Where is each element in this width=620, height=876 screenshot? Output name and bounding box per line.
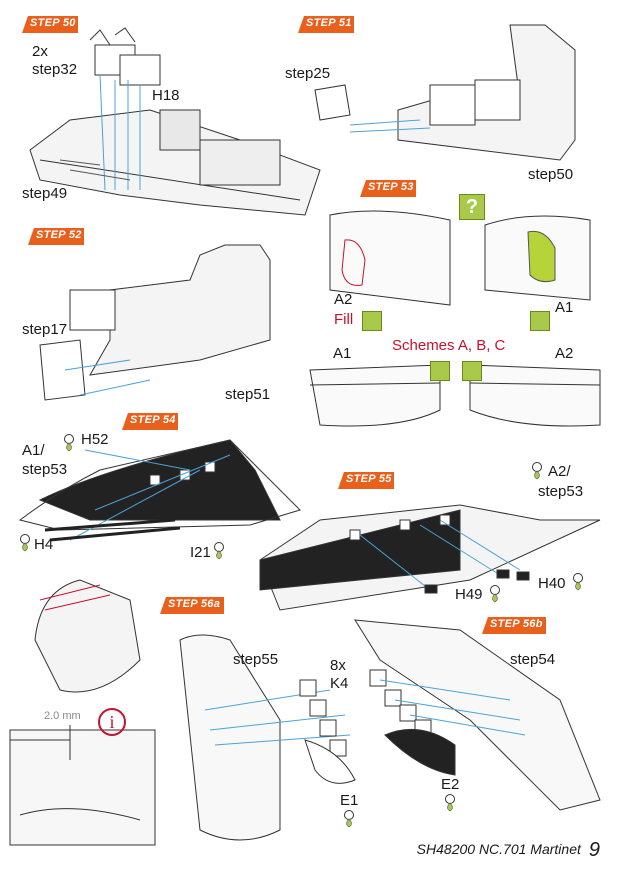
label-step54: step54	[510, 651, 556, 668]
label-a1-top: A1	[555, 299, 574, 316]
page-number: 9	[588, 839, 600, 861]
fill-color-icon	[462, 361, 482, 381]
label-k4: K4	[330, 675, 349, 692]
label-step50: step50	[528, 166, 574, 183]
label-h40: H40	[538, 575, 566, 592]
page-footer: SH48200 NC.701 Martinet 9	[417, 839, 600, 862]
label-step53-right: step53	[538, 483, 584, 500]
step56a-drawing	[179, 634, 356, 841]
decal-icon	[344, 810, 354, 828]
step-badge-shape	[482, 617, 546, 634]
step-badge-54: STEP 54	[122, 413, 178, 430]
footer-title: SH48200 NC.701 Martinet	[416, 841, 581, 857]
step-badge-label: STEP 56a	[168, 598, 221, 610]
step-badge-label: STEP 56b	[490, 618, 543, 630]
label-step25: step25	[285, 65, 331, 82]
label-8x: 8x	[330, 657, 346, 674]
label-step32: step32	[32, 61, 78, 78]
label-a2-slash: A2/	[548, 463, 571, 480]
label-e2: E2	[441, 776, 460, 793]
decal-icon	[64, 434, 74, 452]
label-fill: Fill	[334, 311, 354, 328]
step-badge-53: STEP 53	[360, 180, 416, 197]
fill-color-icon	[430, 361, 450, 381]
step-badge-shape	[360, 180, 416, 197]
step-badge-56b: STEP 56b	[482, 617, 546, 634]
step55-drawing	[259, 504, 601, 611]
step-badge-56a: STEP 56a	[160, 597, 224, 614]
label-h4: H4	[34, 536, 54, 553]
label-step53-left: step53	[22, 461, 68, 478]
step-badge-label: STEP 54	[130, 414, 176, 426]
step54-drawing	[18, 439, 301, 542]
step50-drawing	[29, 27, 321, 216]
decal-icon	[532, 462, 542, 480]
step52-drawing	[39, 244, 271, 401]
step-badge-52: STEP 52	[28, 228, 84, 245]
label-h18: H18	[152, 87, 180, 104]
info-icon: i	[98, 708, 126, 736]
detail-drawing	[9, 579, 156, 846]
label-step17: step17	[22, 321, 68, 338]
step56b-drawing	[354, 619, 601, 811]
label-a1-bottom: A1	[333, 345, 352, 362]
step-badge-shape	[160, 597, 224, 614]
step-badge-shape	[28, 228, 84, 245]
step-badge-shape	[298, 16, 354, 33]
fill-color-icon	[362, 311, 382, 331]
step-badge-label: STEP 52	[36, 229, 82, 241]
step-badge-label: STEP 55	[346, 473, 392, 485]
label-step49: step49	[22, 185, 68, 202]
decal-icon	[573, 573, 583, 591]
decal-icon	[490, 585, 500, 603]
step-badge-50: STEP 50	[22, 16, 78, 33]
question-icon: ?	[459, 194, 485, 220]
step-badge-label: STEP 51	[306, 17, 352, 29]
label-schemes: Schemes A, B, C	[392, 337, 506, 354]
label-e1: E1	[340, 792, 359, 809]
label-dimension: 2.0 mm	[44, 710, 81, 722]
step-badge-label: STEP 50	[30, 17, 76, 29]
step-badge-shape	[338, 472, 394, 489]
decal-icon	[445, 794, 455, 812]
label-i21: I21	[190, 544, 211, 561]
step53-drawing	[309, 210, 601, 427]
label-step55: step55	[233, 651, 279, 668]
step-badge-55: STEP 55	[338, 472, 394, 489]
decal-icon	[214, 542, 224, 560]
step-badge-51: STEP 51	[298, 16, 354, 33]
label-h52: H52	[81, 431, 109, 448]
label-a2-top: A2	[334, 291, 353, 308]
label-h49: H49	[455, 586, 483, 603]
step-badge-shape	[22, 16, 78, 33]
decal-icon	[20, 534, 30, 552]
step51-drawing	[314, 24, 576, 161]
label-a2-bottom: A2	[555, 345, 574, 362]
step-badge-shape	[122, 413, 178, 430]
label-step51: step51	[225, 386, 271, 403]
step-badge-label: STEP 53	[368, 181, 414, 193]
label-a1-slash: A1/	[22, 442, 45, 459]
label-2x: 2x	[32, 43, 48, 60]
fill-color-icon	[530, 311, 550, 331]
